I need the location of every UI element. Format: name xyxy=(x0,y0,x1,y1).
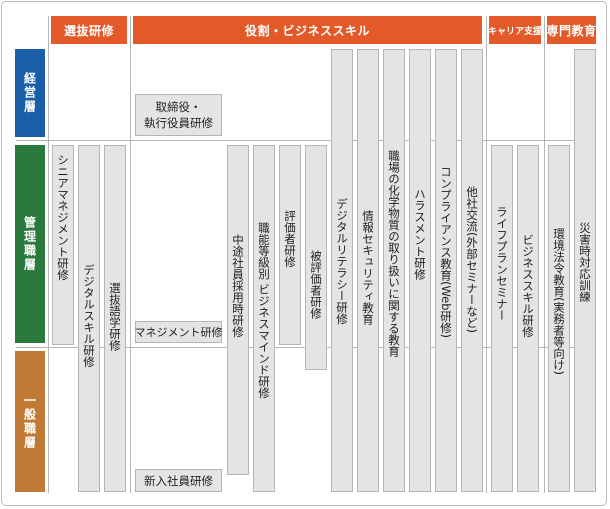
divider-line xyxy=(544,16,545,493)
program-info-security: 情報セキュリティ教育 xyxy=(357,49,379,492)
program-director-training-line1: 取締役・ xyxy=(155,100,202,114)
program-grade-business-mind: 職能等級別 ビジネスマインド研修 xyxy=(253,145,275,492)
header-specialist-education: 専門教育 xyxy=(547,16,596,44)
level-management: 管理職層 xyxy=(15,145,45,343)
program-environmental-law: 環境法令教育(実務者等向け) xyxy=(548,145,570,492)
program-evaluatee: 被評価者研修 xyxy=(305,145,327,370)
divider-line xyxy=(48,16,49,493)
program-digital-literacy: デジタルリテラシー研修 xyxy=(331,49,353,492)
program-director-training: 取締役・ 執行役員研修 xyxy=(135,94,222,136)
program-life-plan: ライフプランセミナー xyxy=(491,145,513,492)
program-director-training-line2: 執行役員研修 xyxy=(144,116,213,130)
header-selection-training: 選抜研修 xyxy=(51,16,127,44)
program-management-training: マネジメント研修 xyxy=(135,321,223,343)
program-harassment: ハラスメント研修 xyxy=(409,49,431,492)
header-role-business-skill: 役割・ビジネススキル xyxy=(133,16,482,44)
program-compliance: コンプライアンス教育(Web研修) xyxy=(435,49,457,492)
row-divider-line xyxy=(16,140,596,141)
divider-line xyxy=(486,16,487,493)
program-business-skill: ビジネススキル研修 xyxy=(517,145,539,492)
program-chemical-handling: 職場の化学物質の取り扱いに関する教育 xyxy=(383,49,405,492)
program-digital-skill: デジタルスキル研修 xyxy=(78,145,100,492)
program-evaluator: 評価者研修 xyxy=(279,145,301,345)
program-disaster-response: 災害時対応訓練 xyxy=(574,49,596,492)
level-general: 一般職層 xyxy=(15,351,45,492)
header-career-support: キャリア支援 xyxy=(488,16,542,44)
program-mid-career-hiring: 中途社員採用時研修 xyxy=(227,145,249,475)
program-new-employee-training: 新入社員研修 xyxy=(135,469,222,492)
program-selected-language: 選抜語学研修 xyxy=(104,145,126,492)
divider-line xyxy=(130,16,131,493)
program-senior-management: シニアマネジメント研修 xyxy=(52,145,74,345)
level-executive: 経営層 xyxy=(15,49,45,137)
program-external-exchange: 他社交流(外部セミナーなど) xyxy=(461,49,483,492)
